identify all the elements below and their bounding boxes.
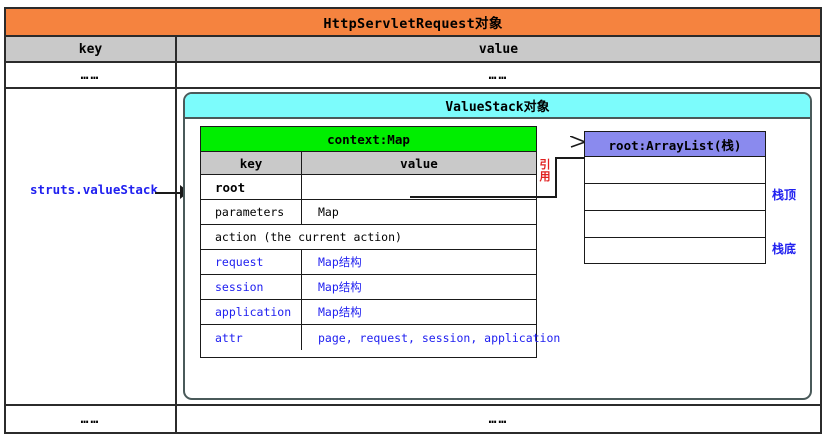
context-row-value	[302, 175, 318, 199]
stack-cell	[585, 184, 765, 211]
context-row: attr page, request, session, application	[201, 325, 560, 350]
context-row-key: request	[201, 250, 302, 274]
reference-line-horizontal-2	[555, 157, 585, 159]
outer-header-key: key	[6, 37, 177, 61]
context-row-key: session	[201, 275, 302, 299]
context-row-key: parameters	[201, 200, 302, 224]
context-map-header-row: key value	[201, 152, 536, 175]
context-row-value: Map结构	[318, 305, 362, 319]
context-map-title: context:Map	[201, 127, 536, 152]
context-row-key: application	[201, 300, 302, 324]
stack-top-label: 栈顶	[772, 188, 797, 202]
context-row-value: Map	[318, 205, 339, 219]
outer-row-ellipsis-bottom-value: ……	[488, 411, 509, 427]
root-arraylist-stack-box: root:ArrayList(栈)	[584, 131, 766, 264]
stack-bottom-label: 栈底	[772, 242, 797, 256]
context-row: root	[201, 175, 536, 200]
struts-valuestack-arrow-line	[155, 192, 185, 194]
context-header-key: key	[201, 152, 302, 174]
outer-table-header-row: key value	[6, 37, 820, 63]
outer-table-title: HttpServletRequest对象	[6, 9, 820, 37]
context-header-value: value	[400, 155, 438, 171]
outer-row-ellipsis-top-value: ……	[488, 67, 509, 83]
outer-row-ellipsis-top: …… ……	[6, 63, 820, 89]
root-arraylist-title: root:ArrayList(栈)	[585, 132, 765, 157]
outer-row-valuestack-key-cell	[6, 89, 177, 404]
stack-cell	[585, 238, 765, 265]
context-row-key: attr	[201, 325, 302, 350]
context-row-value: Map结构	[318, 255, 362, 269]
outer-row-ellipsis-bottom-key: ……	[6, 406, 177, 432]
stack-cell	[585, 157, 765, 184]
context-row: request Map结构	[201, 250, 536, 275]
stack-cell	[585, 211, 765, 238]
outer-row-ellipsis-top-key: ……	[6, 63, 177, 87]
valuestack-title: ValueStack对象	[185, 94, 810, 119]
outer-header-value: value	[478, 41, 519, 57]
reference-label: 引用	[539, 158, 551, 183]
context-row: parameters Map	[201, 200, 536, 225]
outer-row-ellipsis-bottom: …… ……	[6, 406, 820, 432]
context-row-key: root	[201, 175, 302, 199]
context-row: action (the current action)	[201, 225, 536, 250]
context-row: application Map结构	[201, 300, 536, 325]
context-row-value: Map结构	[318, 280, 362, 294]
context-row-value: page, request, session, application	[318, 330, 561, 345]
struts-valuestack-key-label: struts.valueStack	[30, 182, 158, 197]
reference-line-horizontal-1	[410, 196, 557, 198]
reference-line-vertical	[555, 157, 557, 197]
context-row: session Map结构	[201, 275, 536, 300]
context-row-key: action (the current action)	[215, 230, 402, 244]
